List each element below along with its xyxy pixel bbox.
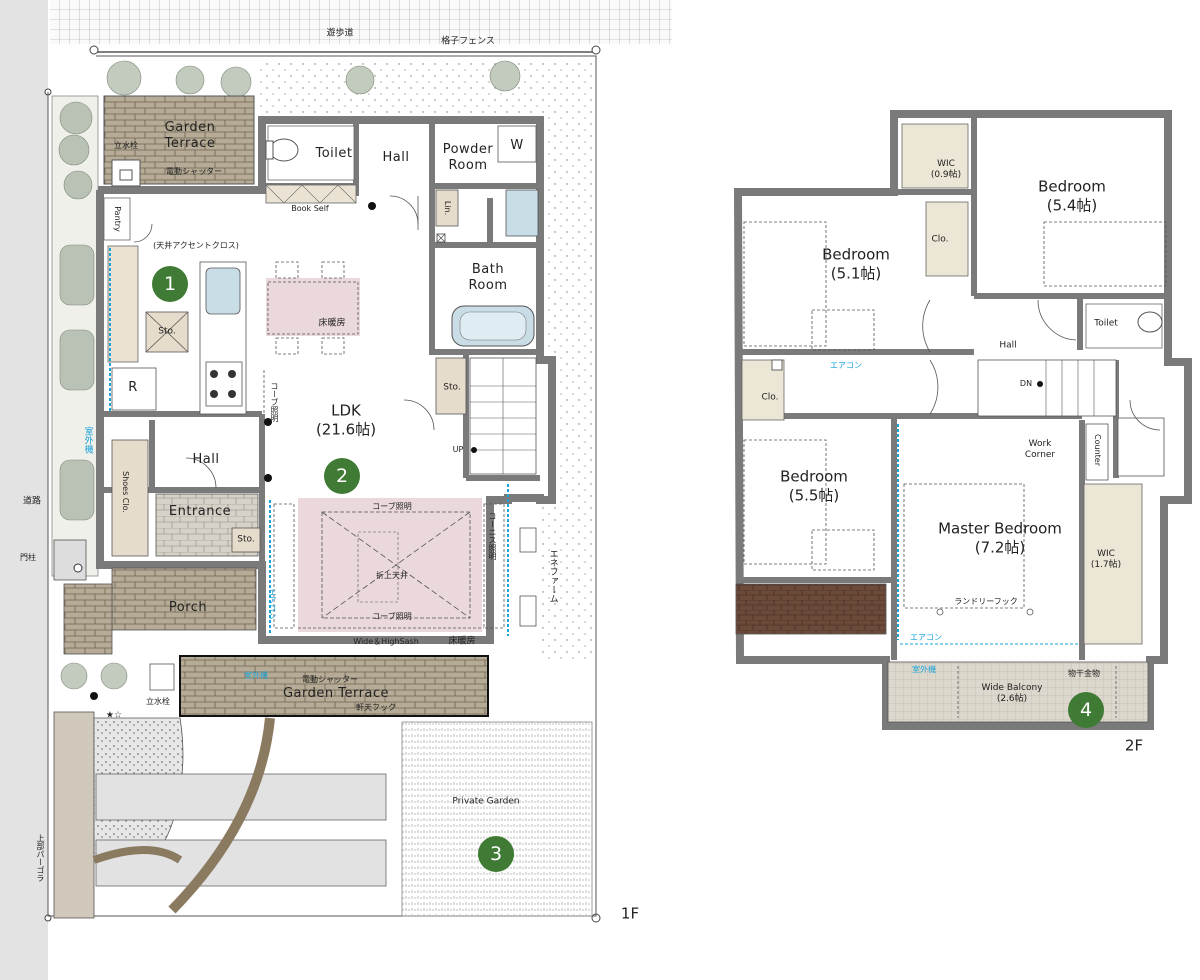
porch — [111, 567, 257, 631]
side-margin — [0, 0, 48, 980]
label-book-shelf: Book Self — [291, 204, 329, 213]
label-aircon-v: エアコン — [268, 588, 277, 620]
promenade — [50, 0, 672, 44]
label-laundry-hook: ランドリーフック — [954, 597, 1018, 606]
label-wide-sash: Wide＆HighSash — [353, 637, 419, 646]
label-cornice-light-v: コーニス照明 — [488, 512, 497, 560]
label-wic-small: WIC (0.9帖) — [930, 158, 962, 180]
floor-heat-area-2 — [298, 498, 482, 632]
label-cove-light-bottom: コーブ照明 — [372, 612, 412, 621]
label-shoes-clo: Shoes Clo. — [121, 471, 130, 513]
label-outdoor-unit-h: 室外機 — [244, 671, 268, 680]
label-work-corner: Work Corner — [1024, 438, 1056, 460]
label-clo-lower: Clo. — [761, 392, 779, 403]
label-cove-light-v: コーブ照明 — [270, 382, 279, 422]
label-sto-kitchen: Sto. — [158, 326, 176, 337]
label-shutter-bottom: 電動シャッター — [302, 675, 358, 684]
label-hall-top: Hall — [382, 149, 410, 165]
label-cove-light-top: コーブ照明 — [372, 502, 412, 511]
label-toilet-1f: Toilet — [315, 145, 353, 161]
label-toilet-2f: Toilet — [1094, 318, 1118, 329]
label-hall-entry: Hall — [192, 451, 220, 467]
label-2f: 2F — [1124, 736, 1144, 755]
label-counter: Counter — [1093, 434, 1102, 466]
label-wide-balcony: Wide Balcony (2.6帖) — [981, 682, 1043, 704]
house-2f-walls — [733, 110, 1192, 730]
garden-terrace-bottom-deck — [179, 655, 489, 717]
marker-4: 4 — [1068, 692, 1104, 728]
label-clo-upper: Clo. — [931, 234, 949, 245]
label-up: UP — [452, 445, 464, 454]
wide-balcony — [887, 661, 1149, 723]
label-accent-cloth: (天井アクセントクロス) — [153, 241, 239, 250]
label-bedroom-51: Bedroom (5.1帖) — [822, 245, 890, 282]
label-1f: 1F — [620, 904, 640, 923]
marker-1: 1 — [152, 266, 188, 302]
label-fence: 格子フェンス — [441, 36, 495, 47]
label-entrance: Entrance — [168, 503, 232, 519]
label-outdoor-unit-v: 室外機 — [82, 426, 93, 454]
label-folded-ceiling: 折上天井 — [376, 571, 408, 580]
star-icon: ★☆ — [105, 710, 123, 721]
label-floor-heat-2: 床暖房 — [448, 636, 476, 647]
label-ene-farm: エネファーム — [547, 549, 558, 603]
label-private-garden: Private Garden — [452, 796, 520, 807]
label-w: W — [510, 137, 524, 153]
label-pergola: 上部パーゴラ — [36, 834, 45, 882]
marker-2: 2 — [324, 458, 360, 494]
label-garden-terrace-top: Garden Terrace — [164, 119, 216, 151]
label-pantry: Pantry — [113, 206, 122, 232]
label-lin: Lin. — [443, 200, 452, 216]
label-hall-2f: Hall — [999, 340, 1017, 351]
label-master-bedroom: Master Bedroom (7.2帖) — [938, 519, 1062, 556]
label-suisen-top: 立水栓 — [114, 141, 138, 150]
label-r: R — [128, 379, 138, 395]
label-wic-large: WIC (1.7帖) — [1090, 548, 1122, 570]
label-porch: Porch — [168, 599, 208, 615]
shoes-closet — [111, 439, 149, 557]
marker-3: 3 — [478, 836, 514, 872]
label-road: 道路 — [22, 496, 42, 507]
label-gate-pillar: 門柱 — [20, 553, 36, 562]
lower-roof — [735, 583, 887, 635]
label-dn: DN — [1019, 379, 1033, 388]
label-suisen-bottom: 立水栓 — [146, 697, 170, 706]
label-bath-room: Bath Room — [468, 261, 508, 293]
label-bedroom-55: Bedroom (5.5帖) — [780, 467, 848, 504]
label-eave-hook: 軒天フック — [356, 703, 396, 712]
label-sto-stairs: Sto. — [443, 382, 461, 393]
floor-heat-area-1 — [266, 278, 360, 336]
label-promenade: 遊歩道 — [326, 28, 354, 39]
label-powder-room: Powder Room — [442, 141, 494, 173]
label-aircon-2: エアコン — [910, 633, 942, 642]
label-bedroom-54: Bedroom (5.4帖) — [1038, 177, 1106, 214]
label-shutter-top: 電動シャッター — [166, 167, 222, 176]
label-outdoor-unit-2f: 室外機 — [912, 665, 936, 674]
label-ldk: LDK (21.6帖) — [315, 401, 377, 438]
label-aircon-1: エアコン — [830, 361, 862, 370]
label-drying-hardware: 物干金物 — [1068, 669, 1100, 678]
label-garden-terrace-bottom: Garden Terrace — [282, 685, 390, 701]
label-sto-entrance: Sto. — [237, 534, 255, 545]
label-floor-heat-1: 床暖房 — [318, 318, 346, 329]
